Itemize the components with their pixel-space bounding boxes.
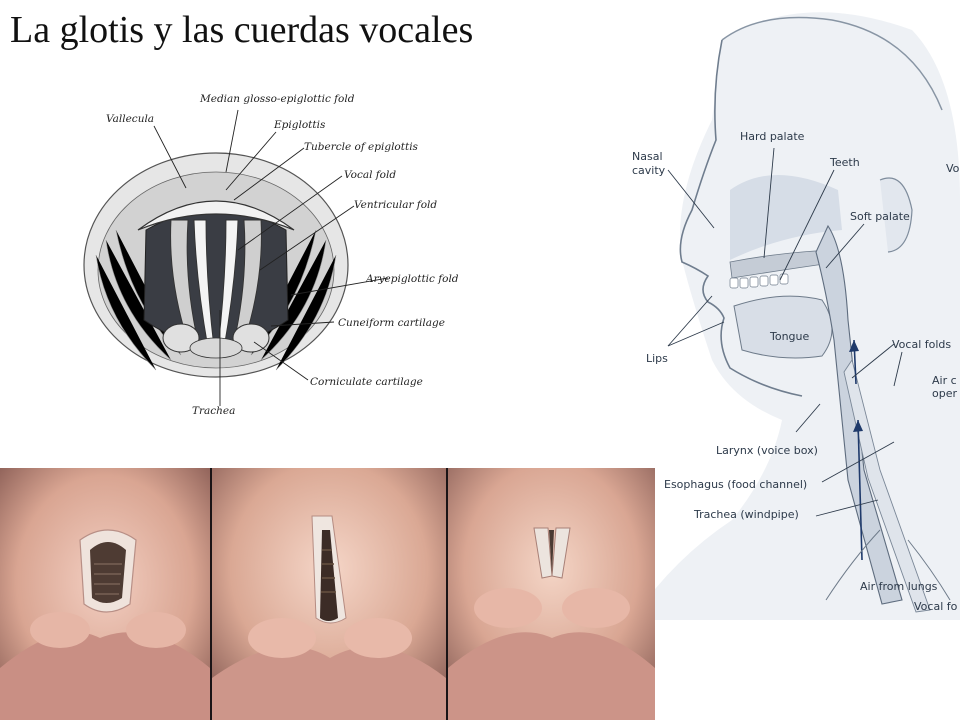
- label-hard-palate: Hard palate: [740, 130, 805, 143]
- label-cuneiform-cartilage: Cuneiform cartilage: [338, 317, 445, 329]
- slide-title: La glotis y las cuerdas vocales: [10, 9, 474, 51]
- label-lips: Lips: [646, 352, 668, 365]
- label-soft-palate: Soft palate: [850, 210, 910, 223]
- label-corniculate-cartilage: Corniculate cartilage: [310, 376, 423, 388]
- label-air-c-truncated: Air c: [932, 374, 957, 387]
- label-vallecula: Vallecula: [106, 113, 154, 125]
- label-vocal-fo-truncated: Vocal fo: [914, 600, 958, 613]
- label-oper-truncated: oper: [932, 387, 957, 400]
- label-trachea-windpipe: Trachea (windpipe): [693, 508, 799, 521]
- label-ventricular-fold: Ventricular fold: [354, 199, 437, 211]
- label-esophagus: Esophagus (food channel): [664, 478, 807, 491]
- endoscopy-photo-open: [0, 468, 210, 720]
- label-median-glosso-epiglottic-fold: Median glosso-epiglottic fold: [199, 93, 355, 105]
- label-teeth: Teeth: [829, 156, 860, 169]
- vocal-tract-diagram: Nasal cavity Hard palate Teeth Soft pala…: [612, 0, 960, 620]
- label-vo-truncated: Vo: [946, 162, 960, 175]
- label-vocal-folds: Vocal folds: [892, 338, 951, 351]
- larynx-engraving: Median glosso-epiglottic fold Vallecula …: [76, 80, 496, 425]
- endoscopy-photo-partial: [212, 468, 446, 720]
- label-trachea: Trachea: [192, 405, 235, 417]
- label-cavity: cavity: [632, 164, 666, 177]
- label-larynx: Larynx (voice box): [716, 444, 818, 457]
- label-tubercle-of-epiglottis: Tubercle of epiglottis: [304, 141, 419, 153]
- label-air-from-lungs: Air from lungs: [860, 580, 938, 593]
- label-vocal-fold: Vocal fold: [344, 169, 396, 181]
- endoscopy-photo-closed: [448, 468, 655, 720]
- label-nasal: Nasal: [632, 150, 663, 163]
- label-aryepiglottic-fold: Aryepiglottic fold: [365, 273, 459, 285]
- label-tongue: Tongue: [769, 330, 810, 343]
- label-epiglottis: Epiglottis: [273, 119, 326, 131]
